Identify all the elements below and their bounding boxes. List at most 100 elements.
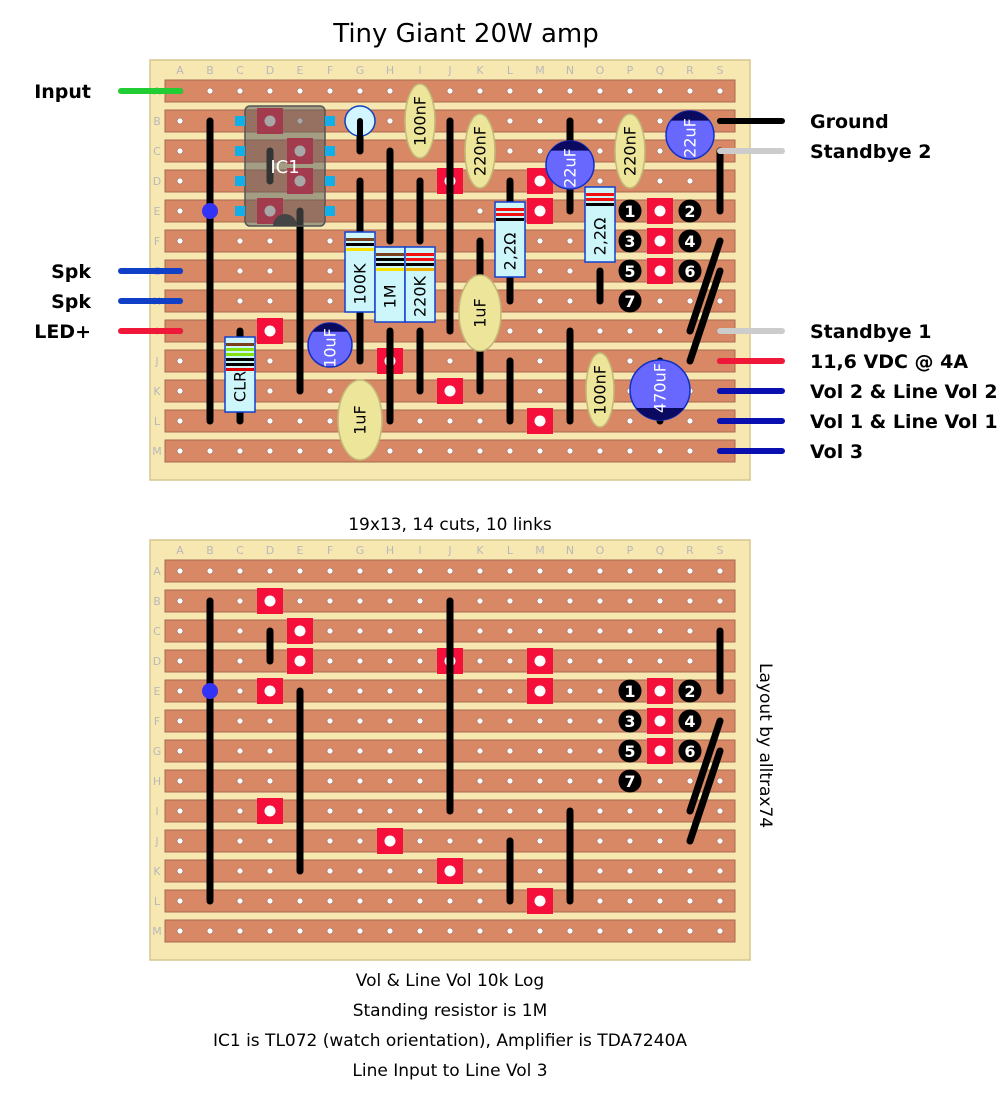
hole <box>506 717 514 725</box>
hole <box>386 447 394 455</box>
hole <box>176 387 184 395</box>
film-capacitor <box>614 113 646 189</box>
amp-pin-number: 1 <box>624 202 635 221</box>
column-label: L <box>507 64 514 77</box>
polarity-stripe <box>636 408 684 421</box>
hole <box>326 387 334 395</box>
hole <box>596 717 604 725</box>
hole <box>656 297 664 305</box>
hole <box>296 567 304 575</box>
hole <box>356 717 364 725</box>
hole <box>656 327 664 335</box>
hole <box>446 417 454 425</box>
hole <box>236 777 244 785</box>
hole <box>176 867 184 875</box>
hole <box>356 87 364 95</box>
hole <box>536 867 544 875</box>
hole <box>536 627 544 635</box>
column-label: B <box>206 544 214 557</box>
hole <box>386 567 394 575</box>
hole <box>266 417 274 425</box>
hole <box>296 447 304 455</box>
wire-link-diagonal <box>686 237 724 335</box>
hole <box>626 807 634 815</box>
amp-pin-marker <box>678 679 702 703</box>
hole <box>566 927 574 935</box>
hole <box>476 837 484 845</box>
column-label: F <box>327 544 333 557</box>
hole <box>386 717 394 725</box>
resistor-label: 1M <box>381 285 400 309</box>
hole <box>416 777 424 785</box>
hole <box>326 267 334 275</box>
hole <box>386 657 394 665</box>
hole <box>266 837 274 845</box>
resistor-band <box>586 193 614 196</box>
hole <box>266 297 274 305</box>
hole <box>326 867 334 875</box>
hole <box>176 237 184 245</box>
column-label: A <box>176 64 184 77</box>
hole <box>176 117 184 125</box>
resistor-band <box>226 348 254 351</box>
hole <box>176 657 184 665</box>
row-label: J <box>154 355 158 368</box>
hole <box>716 87 724 95</box>
resistor-band <box>346 238 374 241</box>
hole <box>416 657 424 665</box>
amp-pin-number: 7 <box>624 292 635 311</box>
hole <box>476 597 484 605</box>
hole <box>236 267 244 275</box>
film-capacitor <box>464 113 496 189</box>
row-label: M <box>152 925 162 938</box>
resistor-band <box>496 213 524 216</box>
hole <box>356 597 364 605</box>
hole <box>686 627 694 635</box>
polarity-stripe <box>550 141 590 151</box>
hole <box>716 927 724 935</box>
row-label: K <box>153 865 161 878</box>
wire-label: Standbye 1 <box>810 321 931 343</box>
hole <box>656 597 664 605</box>
hole <box>236 837 244 845</box>
hole <box>176 597 184 605</box>
amp-pin-marker <box>618 709 642 733</box>
hole <box>236 897 244 905</box>
hole <box>206 567 214 575</box>
hole <box>566 297 574 305</box>
hole <box>596 687 604 695</box>
hole <box>296 417 304 425</box>
hole <box>626 567 634 575</box>
hole <box>386 687 394 695</box>
resistor-band <box>586 198 614 201</box>
row-label: B <box>153 595 161 608</box>
column-label: J <box>447 64 451 77</box>
hole <box>476 447 484 455</box>
hole <box>266 267 274 275</box>
hole <box>236 717 244 725</box>
hole <box>716 837 724 845</box>
hole <box>386 777 394 785</box>
hole <box>446 447 454 455</box>
hole <box>476 567 484 575</box>
hole <box>506 747 514 755</box>
hole <box>206 447 214 455</box>
note-line: Vol & Line Vol 10k Log <box>356 971 544 991</box>
amp-pin-number: 6 <box>684 262 695 281</box>
track-cut-hole <box>264 595 276 607</box>
wire-label: Vol 3 <box>810 441 863 463</box>
hole <box>536 297 544 305</box>
hole <box>266 927 274 935</box>
hole <box>476 627 484 635</box>
hole <box>596 447 604 455</box>
amp-pin-number: 4 <box>684 232 695 251</box>
hole <box>566 777 574 785</box>
hole <box>476 87 484 95</box>
hole <box>236 747 244 755</box>
row-label: L <box>154 895 161 908</box>
hole <box>716 297 724 305</box>
film-capacitor <box>404 83 436 159</box>
capacitor-label: 1uF <box>471 298 490 328</box>
wire-label: Spk <box>51 291 91 313</box>
hole <box>416 627 424 635</box>
